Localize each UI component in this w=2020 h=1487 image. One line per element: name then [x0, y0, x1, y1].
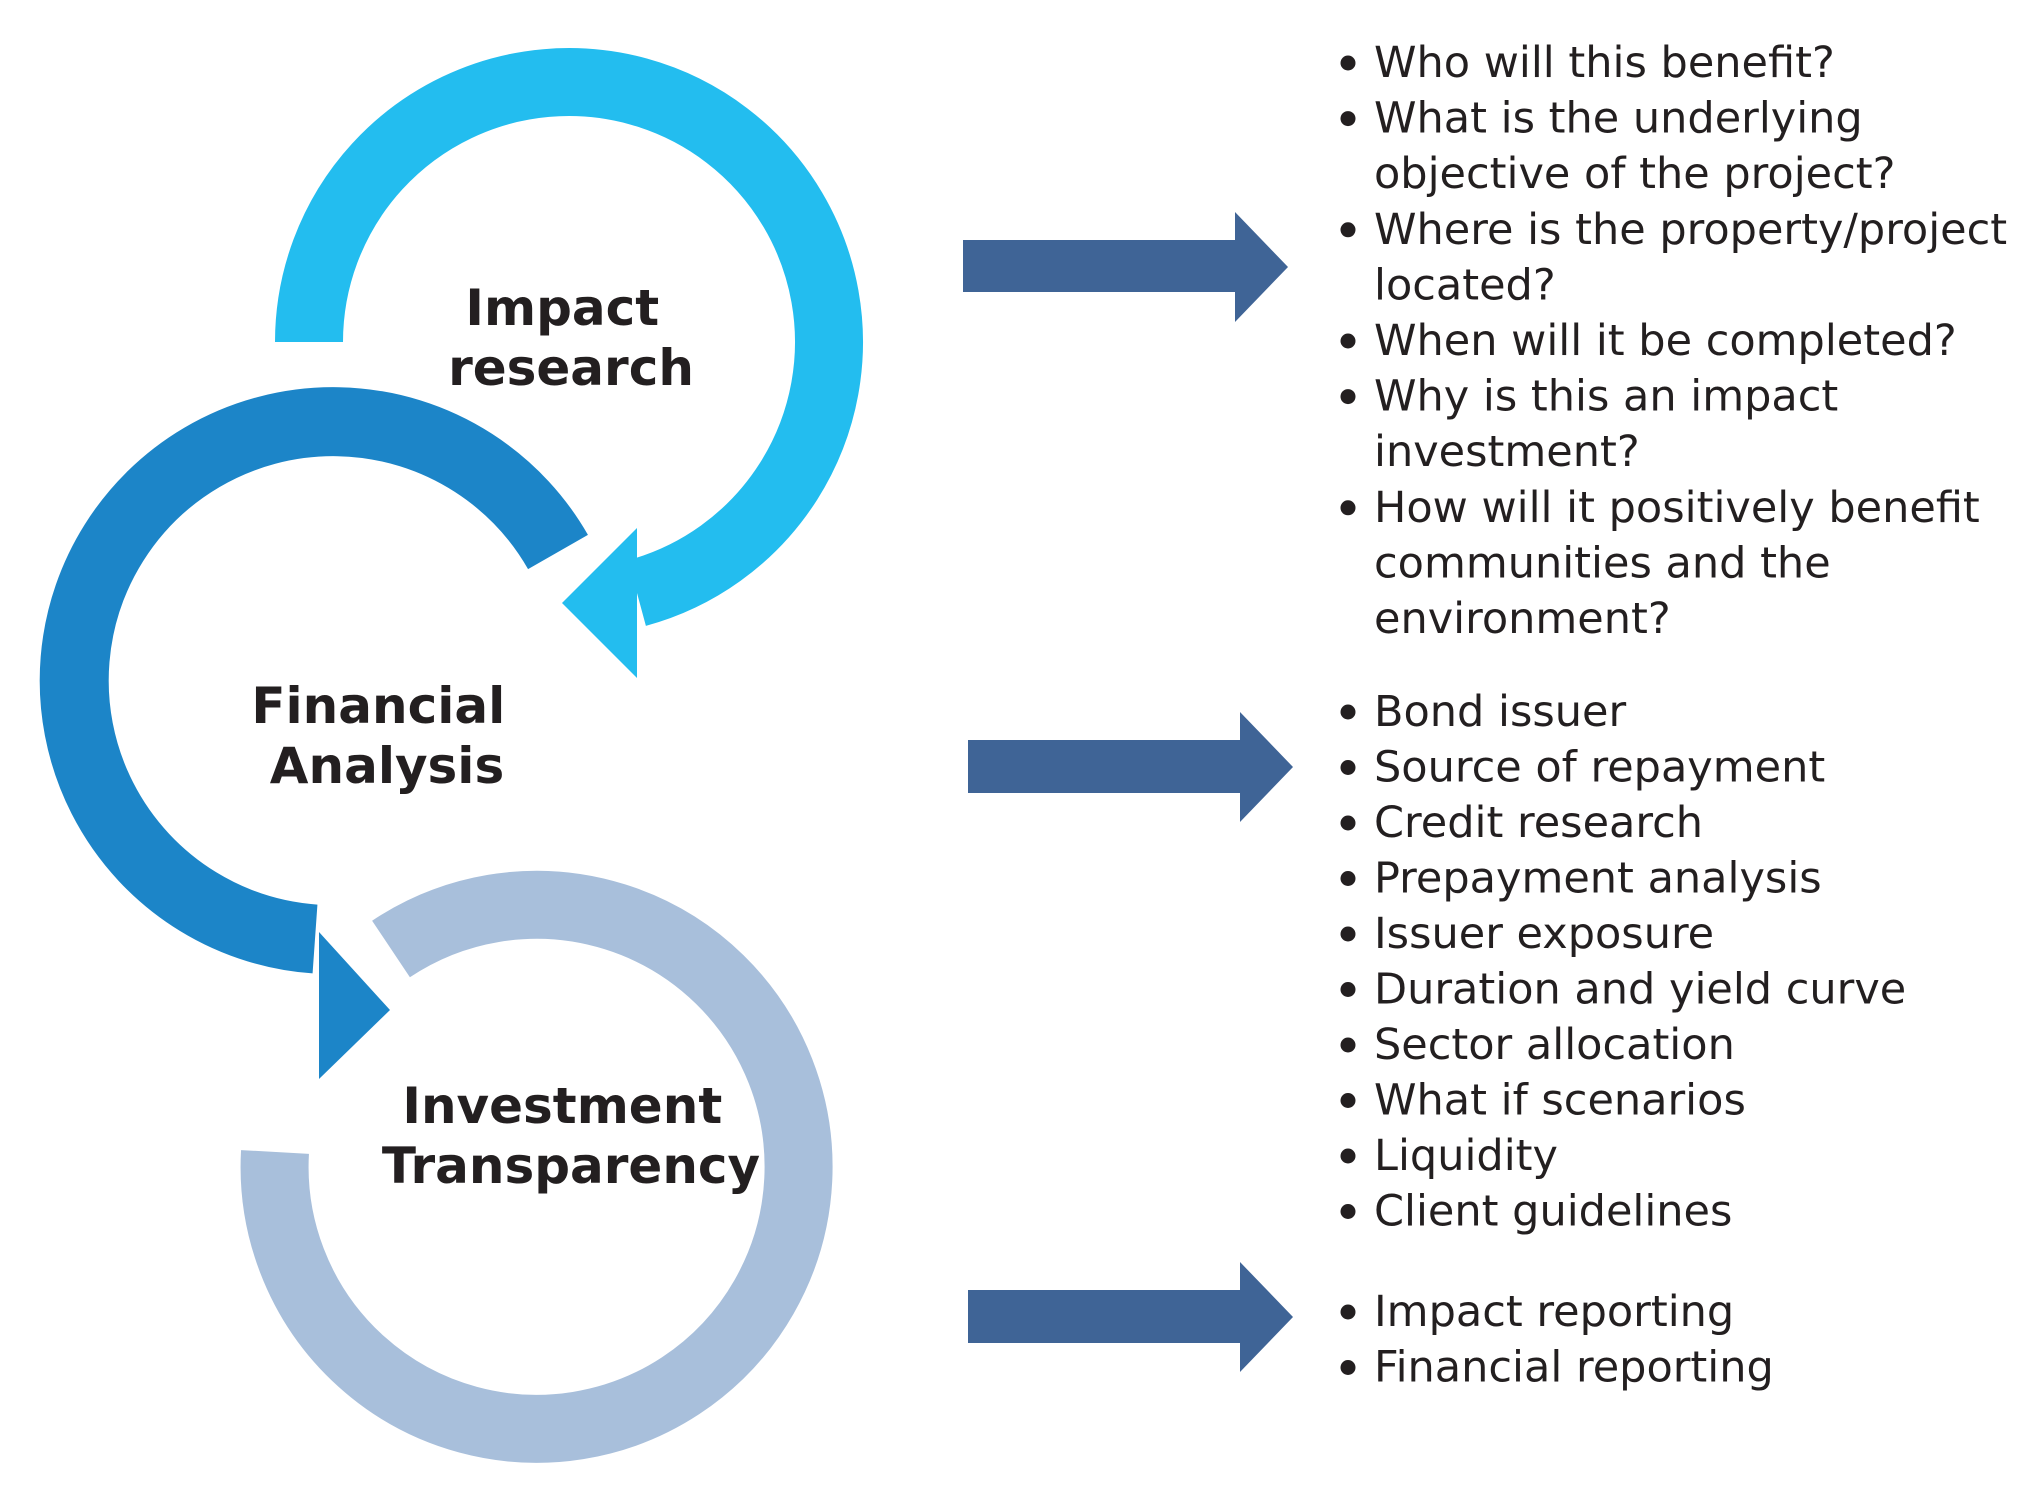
list-item-text: Issuer exposure [1374, 909, 1714, 959]
list-item-text: Client guidelines [1374, 1187, 1732, 1237]
list-item: Prepayment analysis [1340, 854, 1822, 904]
impact-research-label-line: research [448, 339, 694, 397]
bullet-icon [1340, 500, 1356, 516]
list-item-text: Liquidity [1374, 1131, 1558, 1181]
list-item: Bond issuer [1340, 687, 1626, 737]
list-item: Duration and yield curve [1340, 965, 1906, 1015]
bullet-icon [1340, 1360, 1356, 1375]
financial-analysis-label-line: Financial [251, 677, 505, 735]
list-item: What if scenarios [1340, 1076, 1746, 1126]
financial-analysis-label: Financial Analysis [251, 677, 522, 795]
list-item-text: Prepayment analysis [1374, 854, 1822, 904]
impact-research-label-line: Impact [465, 279, 659, 337]
list-item-text: Sector allocation [1374, 1020, 1735, 1070]
list-item-text: Who will this benefit? [1374, 38, 1835, 88]
list-item-text: environment? [1374, 594, 1671, 644]
list-item: Issuer exposure [1340, 909, 1714, 959]
impact-research-label: Impact research [448, 279, 694, 397]
impact-research-arrowhead [562, 528, 637, 678]
list-item: How will it positively benefitcommunitie… [1340, 483, 1980, 644]
bullet-icon [1340, 704, 1356, 720]
list-item-text: Bond issuer [1374, 687, 1626, 737]
list-item: Sector allocation [1340, 1020, 1735, 1070]
list-item-text: communities and the [1374, 538, 1831, 588]
bullet-icon [1340, 333, 1356, 349]
list-item-text: What if scenarios [1374, 1076, 1746, 1126]
list-item-text: When will it be completed? [1374, 316, 1957, 366]
bullet-icon [1340, 1304, 1356, 1320]
list-item: Source of repayment [1340, 743, 1825, 793]
impact-research-arc [275, 48, 863, 626]
bullet-icon [1340, 1037, 1356, 1053]
investment-transparency-label-line: Transparency [382, 1137, 760, 1195]
list-item: Liquidity [1340, 1131, 1558, 1181]
bullet-icon [1340, 815, 1356, 831]
list-item-text: How will it positively benefit [1374, 483, 1980, 533]
list-item-text: What is the underlying [1374, 94, 1863, 144]
bullet-icon [1340, 1204, 1356, 1219]
stage-rings [39, 48, 863, 1463]
right-arrow-icon [963, 212, 1288, 322]
connector-arrows [963, 212, 1293, 1372]
bullet-icon [1340, 389, 1356, 405]
list-item-text: Duration and yield curve [1374, 965, 1906, 1015]
right-arrow-icon [968, 712, 1293, 822]
list-item-text: Where is the property/project [1374, 205, 2007, 255]
list-item-text: investment? [1374, 427, 1640, 477]
bullet-lists: Who will this benefit? What is the underl… [1340, 38, 2007, 1393]
financial-analysis-arc [39, 387, 588, 974]
list-item: Credit research [1340, 798, 1703, 848]
bullet-icon [1340, 222, 1356, 238]
list-item-text: located? [1374, 260, 1556, 310]
investment-transparency-label: Investment Transparency [382, 1077, 760, 1195]
financial-analysis-label-line: Analysis [270, 737, 504, 795]
list-item-text: Financial reporting [1374, 1343, 1774, 1393]
bullet-icon [1340, 871, 1356, 886]
financial-analysis-ring [39, 387, 588, 1079]
financial-analysis-arrowhead [319, 932, 390, 1079]
impact-research-ring [275, 48, 863, 678]
stage-labels: Impact research Financial Analysis Inves… [251, 279, 760, 1195]
list-item-text: Credit research [1374, 798, 1703, 848]
list-item: Financial reporting [1340, 1343, 1774, 1393]
list-item: Who will this benefit? [1340, 38, 1835, 88]
bullet-icon [1340, 1148, 1356, 1164]
impact-questions-list: Who will this benefit? What is the underl… [1340, 38, 2007, 644]
list-item: Client guidelines [1340, 1187, 1732, 1237]
list-item: Impact reporting [1340, 1287, 1734, 1337]
list-item: When will it be completed? [1340, 316, 1957, 366]
bullet-icon [1340, 926, 1356, 942]
bullet-icon [1340, 1093, 1356, 1108]
list-item-text: objective of the project? [1374, 149, 1895, 199]
investment-transparency-arc [240, 870, 833, 1463]
bullet-icon [1340, 982, 1356, 997]
bullet-icon [1340, 111, 1356, 127]
list-item-text: Why is this an impact [1374, 372, 1838, 422]
investment-transparency-ring [240, 870, 833, 1463]
list-item-text: Impact reporting [1374, 1287, 1734, 1337]
investment-transparency-label-line: Investment [402, 1077, 722, 1135]
right-arrow-icon [968, 1262, 1293, 1372]
bullet-icon [1340, 55, 1356, 71]
list-item-text: Source of repayment [1374, 743, 1825, 793]
bullet-icon [1340, 760, 1356, 775]
